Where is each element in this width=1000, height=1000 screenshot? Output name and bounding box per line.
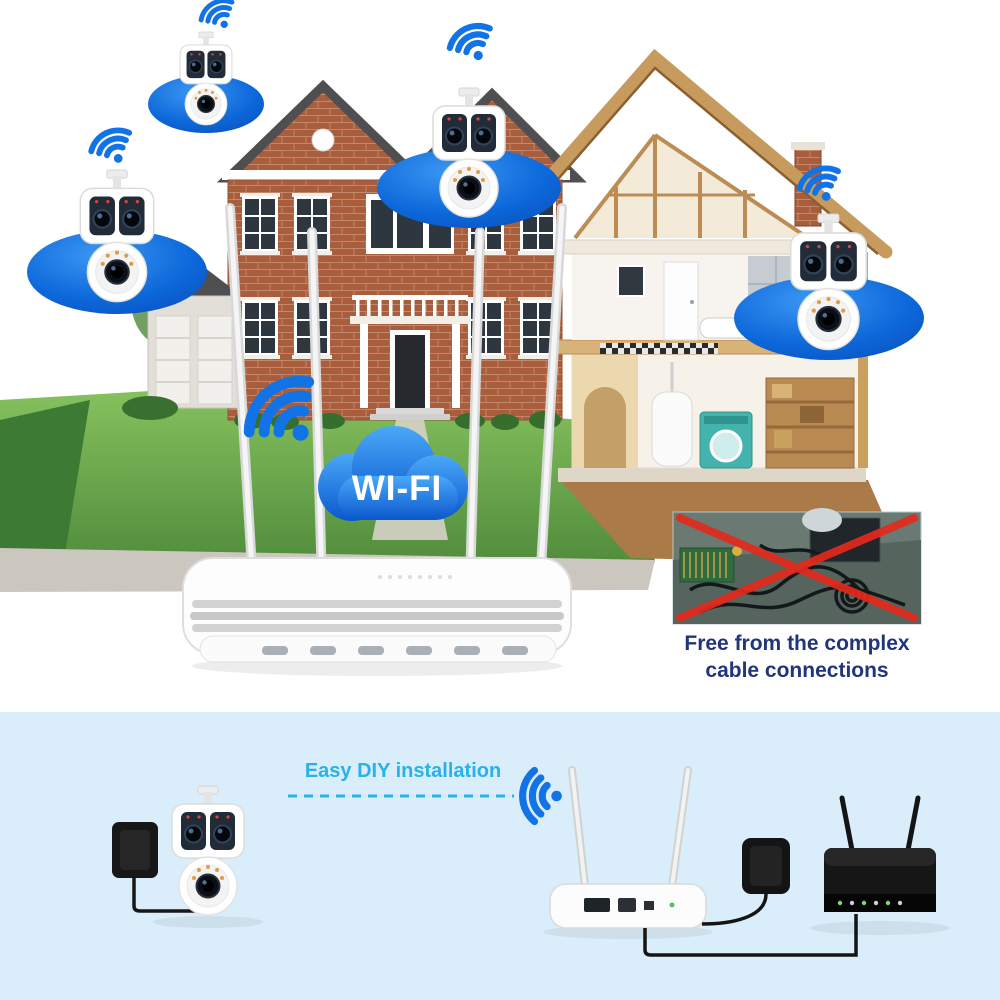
security-camera [789, 212, 868, 351]
camera-node-center [377, 19, 561, 228]
ethernet-wire [643, 914, 858, 957]
router-vent-slots [262, 646, 528, 655]
security-camera [432, 87, 506, 218]
entry-porch [350, 295, 470, 420]
wifi-router-install [543, 766, 713, 939]
wifi-signal-icon [87, 124, 139, 172]
security-camera [179, 31, 233, 126]
router-port [584, 898, 610, 912]
washing-machine [699, 411, 753, 469]
wifi-router [182, 557, 572, 676]
attic-trusses [573, 133, 810, 240]
security-camera [171, 785, 245, 916]
camera-node-top-left [148, 0, 264, 133]
wifi-signal-icon [445, 19, 500, 69]
no-cables-inset [672, 508, 922, 625]
circuit-board [679, 547, 735, 583]
camera-node-right [734, 162, 924, 360]
caption-line-1: Free from the complex [684, 632, 910, 655]
wifi-signal-icon [197, 0, 241, 36]
adapter-wire [701, 893, 768, 926]
power-wire [132, 878, 204, 913]
window [240, 297, 280, 359]
storage-shelves [765, 377, 855, 469]
install-scene: Easy DIY installation [0, 712, 1000, 1000]
router-port [618, 898, 636, 912]
hero-scene: WI-FI [0, 0, 924, 682]
router-port [644, 901, 654, 910]
security-camera [79, 168, 155, 303]
diy-title: Easy DIY installation [305, 760, 501, 782]
red-cross-icon [676, 514, 918, 622]
caption-line-2: cable connections [705, 659, 888, 682]
power-adapter [701, 838, 790, 926]
camera-install-group [112, 785, 263, 928]
water-heater [651, 391, 693, 467]
wifi-cloud: WI-FI [238, 368, 468, 521]
modem-leds [837, 900, 903, 906]
modem-router [643, 795, 950, 957]
window [240, 193, 280, 255]
camera-node-left [27, 124, 207, 314]
wifi-cloud-label: WI-FI [352, 469, 443, 508]
router-antennas [225, 203, 567, 590]
